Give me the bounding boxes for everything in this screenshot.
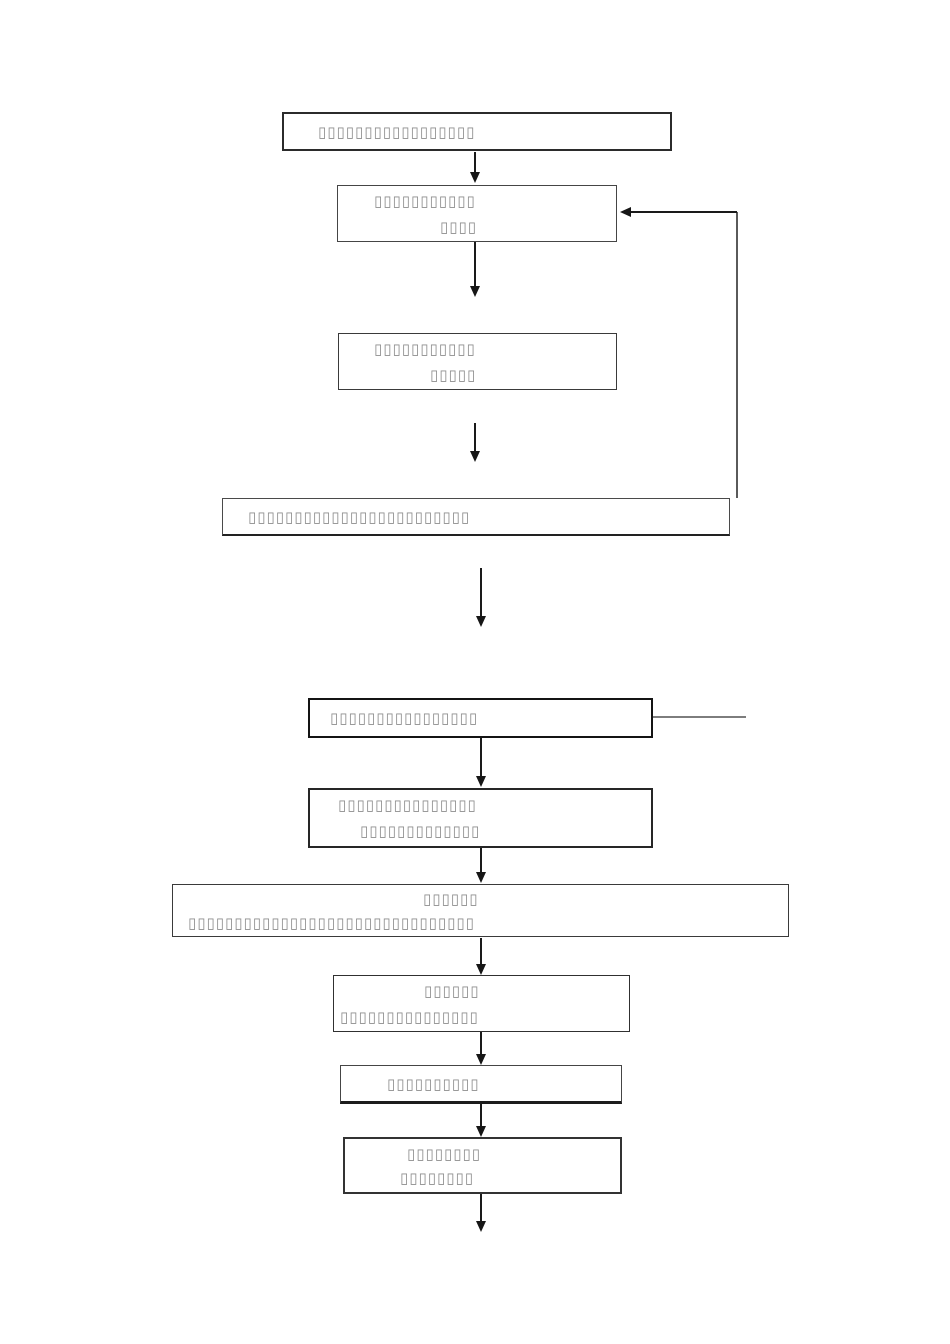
arrow-10-line — [480, 1194, 482, 1221]
arrow-4-line — [480, 568, 482, 616]
feedback-line-vertical — [736, 212, 738, 498]
flow-box-step-4: ▯▯▯▯▯▯▯▯▯▯▯▯▯▯▯▯▯▯▯▯▯▯▯▯ — [222, 498, 730, 536]
feedback-arrow-head — [620, 207, 631, 217]
arrow-3-line — [474, 423, 476, 451]
arrow-8-head — [476, 1054, 486, 1065]
flow-box-step-5-text: ▯▯▯▯▯▯▯▯▯▯▯▯▯▯▯▯ — [330, 709, 479, 727]
flow-box-step-7: ▯▯▯▯▯▯ ▯▯▯▯▯▯▯▯▯▯▯▯▯▯▯▯▯▯▯▯▯▯▯▯▯▯▯▯▯▯▯ — [172, 884, 789, 937]
flow-box-step-3: ▯▯▯▯▯▯▯▯▯▯▯ ▯▯▯▯▯ — [338, 333, 617, 390]
flow-box-step-10: ▯▯▯▯▯▯▯▯ ▯▯▯▯▯▯▯▯ — [343, 1137, 622, 1194]
flow-box-step-1-text: ▯▯▯▯▯▯▯▯▯▯▯▯▯▯▯▯▯ — [318, 122, 476, 141]
arrow-8-line — [480, 1032, 482, 1054]
flow-box-step-7-text-1: ▯▯▯▯▯▯ — [423, 889, 479, 908]
flow-box-step-9: ▯▯▯▯▯▯▯▯▯▯ — [340, 1065, 622, 1104]
flow-box-step-2: ▯▯▯▯▯▯▯▯▯▯▯ ▯▯▯▯ — [337, 185, 617, 242]
flow-box-step-4-text: ▯▯▯▯▯▯▯▯▯▯▯▯▯▯▯▯▯▯▯▯▯▯▯▯ — [248, 507, 471, 526]
flow-box-step-5: ▯▯▯▯▯▯▯▯▯▯▯▯▯▯▯▯ — [308, 698, 653, 738]
flow-box-step-6-text-1: ▯▯▯▯▯▯▯▯▯▯▯▯▯▯▯ — [338, 796, 477, 814]
flow-box-step-2-text-2: ▯▯▯▯ — [440, 217, 478, 236]
arrow-1-line — [474, 152, 476, 172]
arrow-10-head — [476, 1221, 486, 1232]
flow-box-step-6-text-2: ▯▯▯▯▯▯▯▯▯▯▯▯▯ — [360, 822, 481, 840]
arrow-5-line — [480, 738, 482, 776]
arrow-4-head — [476, 616, 486, 627]
arrow-6-line — [480, 848, 482, 872]
arrow-2-head — [470, 286, 480, 297]
arrow-9-head — [476, 1126, 486, 1137]
arrow-7-line — [480, 938, 482, 964]
arrow-9-line — [480, 1104, 482, 1126]
flow-box-step-8: ▯▯▯▯▯▯ ▯▯▯▯▯▯▯▯▯▯▯▯▯▯▯ — [333, 975, 630, 1032]
feedback-line-horizontal — [631, 211, 737, 213]
arrow-1-head — [470, 172, 480, 183]
flow-box-step-8-text-1: ▯▯▯▯▯▯ — [424, 981, 480, 1000]
flow-box-step-7-text-2: ▯▯▯▯▯▯▯▯▯▯▯▯▯▯▯▯▯▯▯▯▯▯▯▯▯▯▯▯▯▯▯ — [188, 913, 475, 932]
arrow-3-head — [470, 451, 480, 462]
flow-box-step-3-text-2: ▯▯▯▯▯ — [430, 365, 477, 384]
flow-box-step-6: ▯▯▯▯▯▯▯▯▯▯▯▯▯▯▯ ▯▯▯▯▯▯▯▯▯▯▯▯▯ — [308, 788, 653, 848]
flow-box-step-1: ▯▯▯▯▯▯▯▯▯▯▯▯▯▯▯▯▯ — [282, 112, 672, 151]
arrow-5-head — [476, 776, 486, 787]
step-5-side-line — [653, 716, 746, 718]
flow-box-step-2-text-1: ▯▯▯▯▯▯▯▯▯▯▯ — [374, 191, 476, 210]
flow-box-step-10-text-2: ▯▯▯▯▯▯▯▯ — [400, 1168, 475, 1187]
flow-box-step-10-text-1: ▯▯▯▯▯▯▯▯ — [407, 1144, 482, 1163]
arrow-6-head — [476, 872, 486, 883]
flow-box-step-9-text: ▯▯▯▯▯▯▯▯▯▯ — [387, 1074, 480, 1093]
arrow-2-line — [474, 242, 476, 286]
flow-box-step-3-text-1: ▯▯▯▯▯▯▯▯▯▯▯ — [374, 339, 476, 358]
arrow-7-head — [476, 964, 486, 975]
flow-box-step-8-text-2: ▯▯▯▯▯▯▯▯▯▯▯▯▯▯▯ — [340, 1007, 479, 1026]
